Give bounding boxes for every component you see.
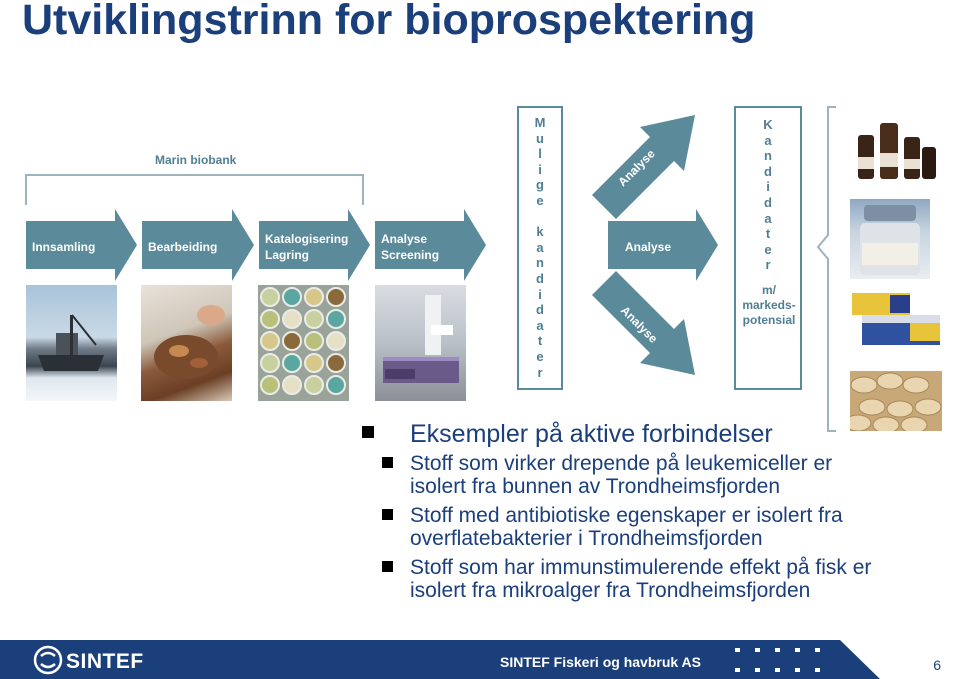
- photo-pill-boxes: [850, 289, 942, 351]
- photo-sample-processing: [141, 285, 232, 401]
- photo-lab-robot: [375, 285, 466, 401]
- step-arrow-katalogisering: Katalogisering Lagring: [259, 209, 370, 281]
- analyse-mid-label: Analyse: [625, 240, 671, 254]
- analyse-arrow-up: Analyse: [592, 115, 695, 219]
- photo-sample-plate: [258, 285, 349, 401]
- bullet-square-icon: [382, 561, 393, 572]
- footer: SINTEF SINTEF Fiskeri og havbruk AS 6: [0, 640, 959, 679]
- bullet-square-icon: [382, 509, 393, 520]
- step-arrow-bearbeiding: Bearbeiding: [142, 209, 254, 281]
- step-bearbeiding-label: Bearbeiding: [148, 240, 217, 254]
- markedspotensial-label: m/ markeds- potensial: [742, 283, 796, 327]
- bullet-item: Stoff med antibiotiske egenskaper er iso…: [360, 504, 950, 550]
- biobank-label: Marin biobank: [155, 153, 237, 167]
- photo-research-vessel: [26, 285, 117, 401]
- candidates-box: [517, 106, 563, 390]
- bullet-square-icon: [362, 426, 374, 438]
- photo-vial: [850, 199, 930, 279]
- kandidater-box: [734, 106, 802, 390]
- step-arrow-analyse-screening: Analyse Screening: [375, 209, 486, 281]
- step-arrow-innsamling: Innsamling: [26, 209, 137, 281]
- bullet-item: Stoff som har immunstimulerende effekt p…: [360, 556, 950, 602]
- step-innsamling-label: Innsamling: [32, 240, 95, 254]
- products-bracket: [816, 106, 836, 432]
- bullet-heading: Eksempler på aktive forbindelser: [360, 420, 950, 448]
- step-katalogisering-label: Katalogisering: [265, 232, 348, 246]
- biobank-bracket: [25, 174, 364, 205]
- step-analyse-label: Analyse: [381, 232, 427, 246]
- footer-bar: [0, 640, 880, 679]
- page-title: Utviklingstrinn for bioprospektering: [22, 0, 756, 44]
- photo-medicine-bottles: [850, 107, 942, 189]
- bullet-square-icon: [382, 457, 393, 468]
- bullet-item: Stoff som virker drepende på leukemicell…: [360, 452, 950, 498]
- analyse-arrow-mid: Analyse: [608, 209, 718, 281]
- sintef-logo-text: SINTEF: [66, 650, 144, 673]
- bullet-list: Eksempler på aktive forbindelser Stoff s…: [360, 420, 950, 608]
- analyse-arrow-down: Analyse: [592, 271, 695, 375]
- step-lagring-label: Lagring: [265, 248, 309, 262]
- step-screening-label: Screening: [381, 248, 439, 262]
- page-number: 6: [933, 657, 941, 673]
- footer-organization: SINTEF Fiskeri og havbruk AS: [500, 654, 701, 670]
- photo-capsules: [850, 371, 942, 431]
- sintef-logo-icon: [33, 645, 63, 675]
- bioprospecting-process-diagram: Marin biobank Innsamling Bearbeiding Kat…: [0, 95, 959, 435]
